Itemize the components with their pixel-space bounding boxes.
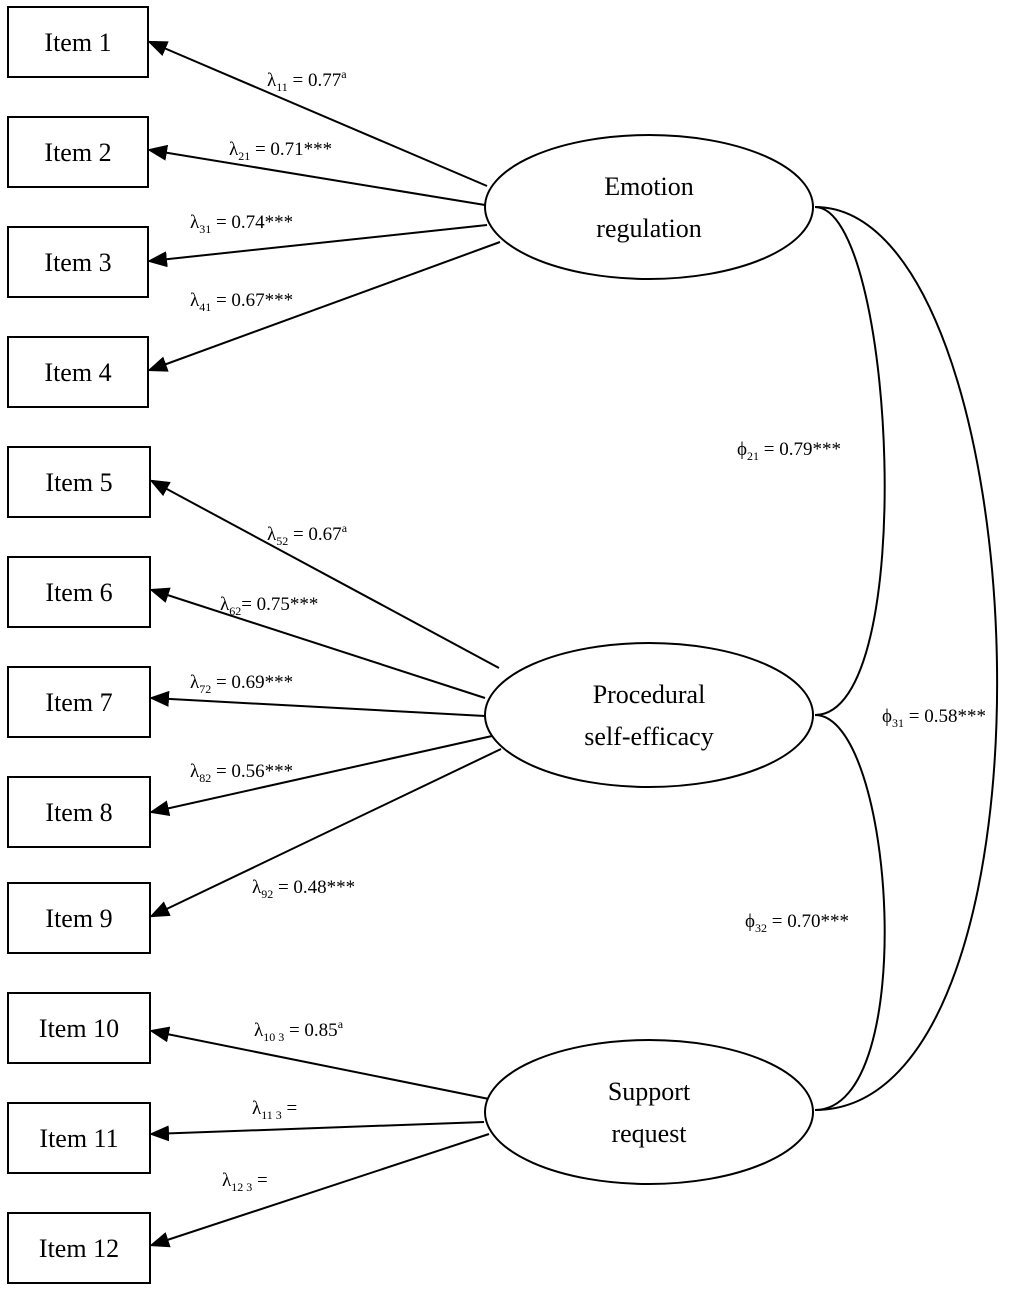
loading-label-10: λ10 3 = 0.85a [254,1017,344,1044]
correlation-label-31: ϕ31 = 0.58*** [882,706,986,730]
item-box-3: Item 3 [7,226,149,298]
item-rect [7,336,149,408]
item-box-1: Item 1 [7,6,149,78]
factor-emotion-regulation: Emotion regulation [484,134,814,280]
item-label: Item 11 [39,1124,118,1153]
loading-arrow-4 [147,241,501,372]
loading-label-7: λ72 = 0.69*** [190,672,293,696]
loading-arrow-8 [149,733,502,817]
item-label: Item 5 [45,468,112,497]
loading-arrow-6 [149,587,486,699]
factor-label-line2: request [611,1119,687,1148]
factor-ellipse [484,134,814,280]
item-box-5: Item 5 [7,446,151,518]
factor-ellipse [484,642,814,788]
loading-label-2: λ21 = 0.71*** [229,139,332,163]
factor-label-line2: self-efficacy [584,722,713,751]
item-rect [7,992,151,1064]
item-box-9: Item 9 [7,882,151,954]
loading-label-4: λ41 = 0.67*** [190,290,293,314]
correlation-curve-21 [814,206,886,716]
item-rect [7,116,149,188]
item-rect [7,1212,151,1284]
loading-arrow-9 [149,748,502,918]
loading-label-11: λ11 3 = [252,1098,297,1122]
loading-label-8: λ82 = 0.56*** [190,761,293,785]
item-rect [7,556,151,628]
item-rect [7,776,151,848]
item-label: Item 2 [44,138,111,167]
item-label: Item 10 [39,1014,119,1043]
factor-label-line1: Emotion [604,172,694,201]
loading-label-5: λ52 = 0.67a [267,521,348,548]
item-rect [7,666,151,738]
loading-label-6: λ62= 0.75*** [220,594,318,618]
loading-label-3: λ31 = 0.74*** [190,212,293,236]
item-label: Item 9 [45,904,112,933]
item-box-10: Item 10 [7,992,151,1064]
loading-label-1: λ11 = 0.77a [267,67,347,94]
loading-arrow-7 [149,690,486,717]
item-box-2: Item 2 [7,116,149,188]
item-label: Item 3 [44,248,111,277]
item-box-11: Item 11 [7,1102,151,1174]
factor-procedural-self-efficacy: Procedural self-efficacy [484,642,814,788]
loading-label-9: λ92 = 0.48*** [252,877,355,901]
item-rect [7,446,151,518]
correlation-curve-32 [814,714,886,1111]
correlation-curve-31 [814,206,999,1111]
item-box-6: Item 6 [7,556,151,628]
factor-ellipse [484,1039,814,1185]
item-rect [7,226,149,298]
item-box-7: Item 7 [7,666,151,738]
factor-label-line1: Procedural [593,680,706,709]
item-label: Item 7 [45,688,112,717]
item-label: Item 12 [39,1234,119,1263]
item-label: Item 6 [45,578,112,607]
loading-arrow-1 [147,40,488,187]
factor-support-request: Support request [484,1039,814,1185]
item-rect [7,6,149,78]
item-rect [7,882,151,954]
loading-arrow-2 [147,144,486,206]
item-label: Item 1 [44,28,111,57]
loading-arrow-12 [149,1133,490,1248]
item-rect [7,1102,151,1174]
loading-label-12: λ12 3 = [222,1170,268,1194]
correlation-label-21: ϕ21 = 0.79*** [737,439,841,463]
correlation-label-32: ϕ32 = 0.70*** [745,911,849,935]
loading-arrow-5 [149,479,500,669]
factor-label-line2: regulation [596,214,701,243]
item-label: Item 8 [45,798,112,827]
item-box-8: Item 8 [7,776,151,848]
factor-label-line1: Support [608,1077,691,1106]
item-box-12: Item 12 [7,1212,151,1284]
item-label: Item 4 [44,358,111,387]
item-box-4: Item 4 [7,336,149,408]
loading-arrow-10 [149,1026,495,1101]
loading-arrow-11 [149,1121,485,1142]
loading-arrow-3 [147,224,488,268]
